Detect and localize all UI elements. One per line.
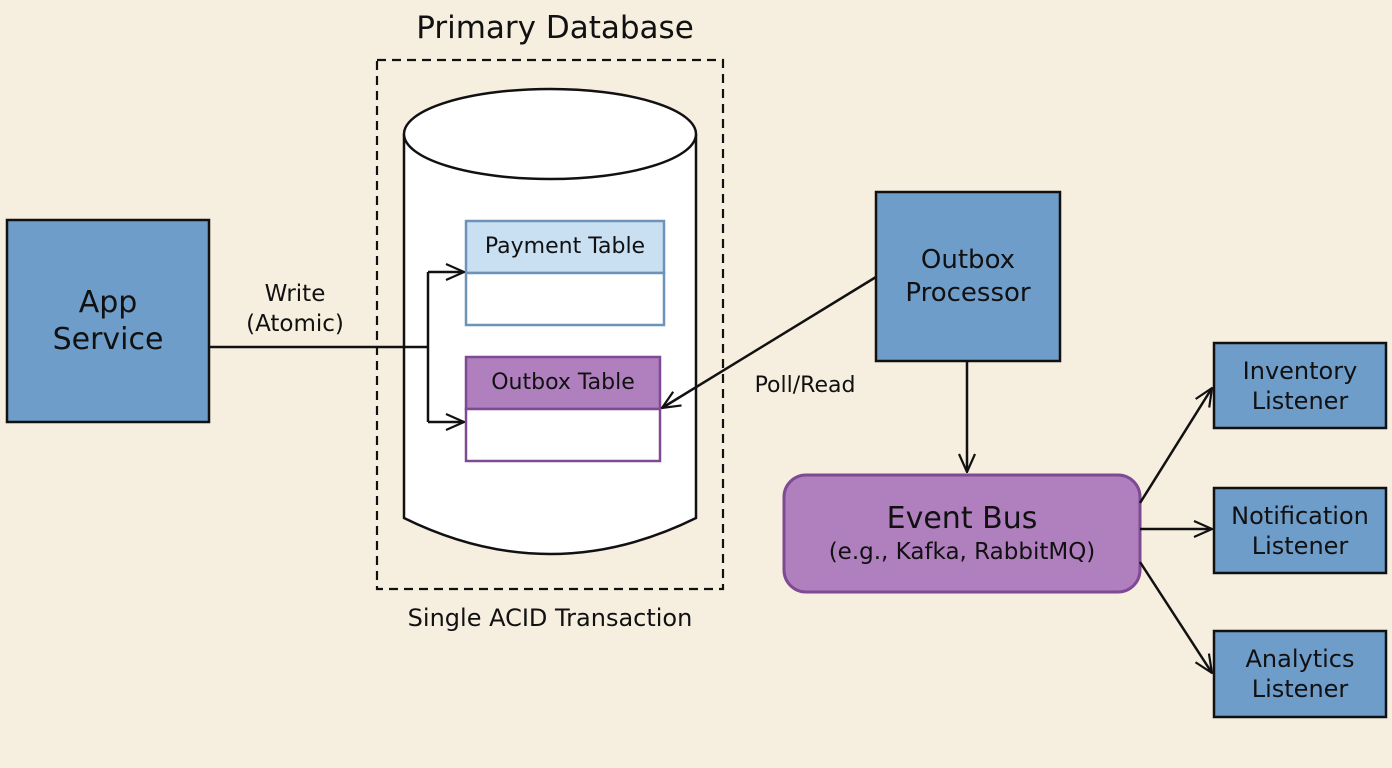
database-title: Primary Database xyxy=(416,10,694,46)
analytics-listener-label: Analytics Listener xyxy=(1214,631,1386,717)
notification-listener-label: Notification Listener xyxy=(1214,488,1386,573)
app-service-line1: App xyxy=(78,284,138,320)
inventory-listener-node[interactable] xyxy=(1212,341,1388,430)
analytics-listener-line1: Analytics xyxy=(1245,645,1355,673)
inventory-listener-line1: Inventory xyxy=(1242,356,1358,385)
outbox-processor-line2: Processor xyxy=(905,277,1031,308)
transaction-boundary xyxy=(375,58,725,591)
poll-read-edge xyxy=(662,275,877,408)
edge-to-analytics xyxy=(1138,561,1212,673)
outbox-processor-node[interactable] xyxy=(874,190,1062,363)
payment-table-label: Payment Table xyxy=(484,234,646,260)
analytics-listener-line2: Listener xyxy=(1251,675,1349,703)
outbox-processor-label: Outbox Processor xyxy=(876,192,1060,361)
edge-to-inventory xyxy=(1138,388,1212,504)
write-label-line1: Write xyxy=(264,281,326,308)
inventory-listener-line2: Listener xyxy=(1251,386,1349,415)
inventory-listener-label: Inventory Listener xyxy=(1214,343,1386,428)
write-label-line2: (Atomic) xyxy=(246,311,344,337)
app-service-line2: Service xyxy=(52,322,164,357)
event-bus-label: Event Bus (e.g., Kafka, RabbitMQ) xyxy=(784,475,1140,592)
event-bus-line1: Event Bus xyxy=(886,501,1038,537)
transaction-caption: Single ACID Transaction xyxy=(407,604,693,632)
outbox-table[interactable] xyxy=(464,355,662,463)
payment-table[interactable] xyxy=(464,219,666,327)
analytics-listener-node[interactable] xyxy=(1212,629,1388,719)
outbox-processor-line1: Outbox xyxy=(920,245,1016,275)
notification-listener-node[interactable] xyxy=(1212,486,1388,575)
poll-read-label: Poll/Read xyxy=(754,373,856,398)
event-bus-line2: (e.g., Kafka, RabbitMQ) xyxy=(828,538,1096,565)
write-edge xyxy=(209,272,464,422)
app-service-label: App Service xyxy=(7,220,209,422)
event-bus-node[interactable] xyxy=(782,473,1142,594)
app-service-node[interactable] xyxy=(5,218,211,424)
notification-listener-line2: Listener xyxy=(1251,531,1349,560)
write-label: Write (Atomic) xyxy=(230,278,360,342)
notification-listener-line1: Notification xyxy=(1231,501,1369,530)
outbox-table-label: Outbox Table xyxy=(491,370,635,396)
